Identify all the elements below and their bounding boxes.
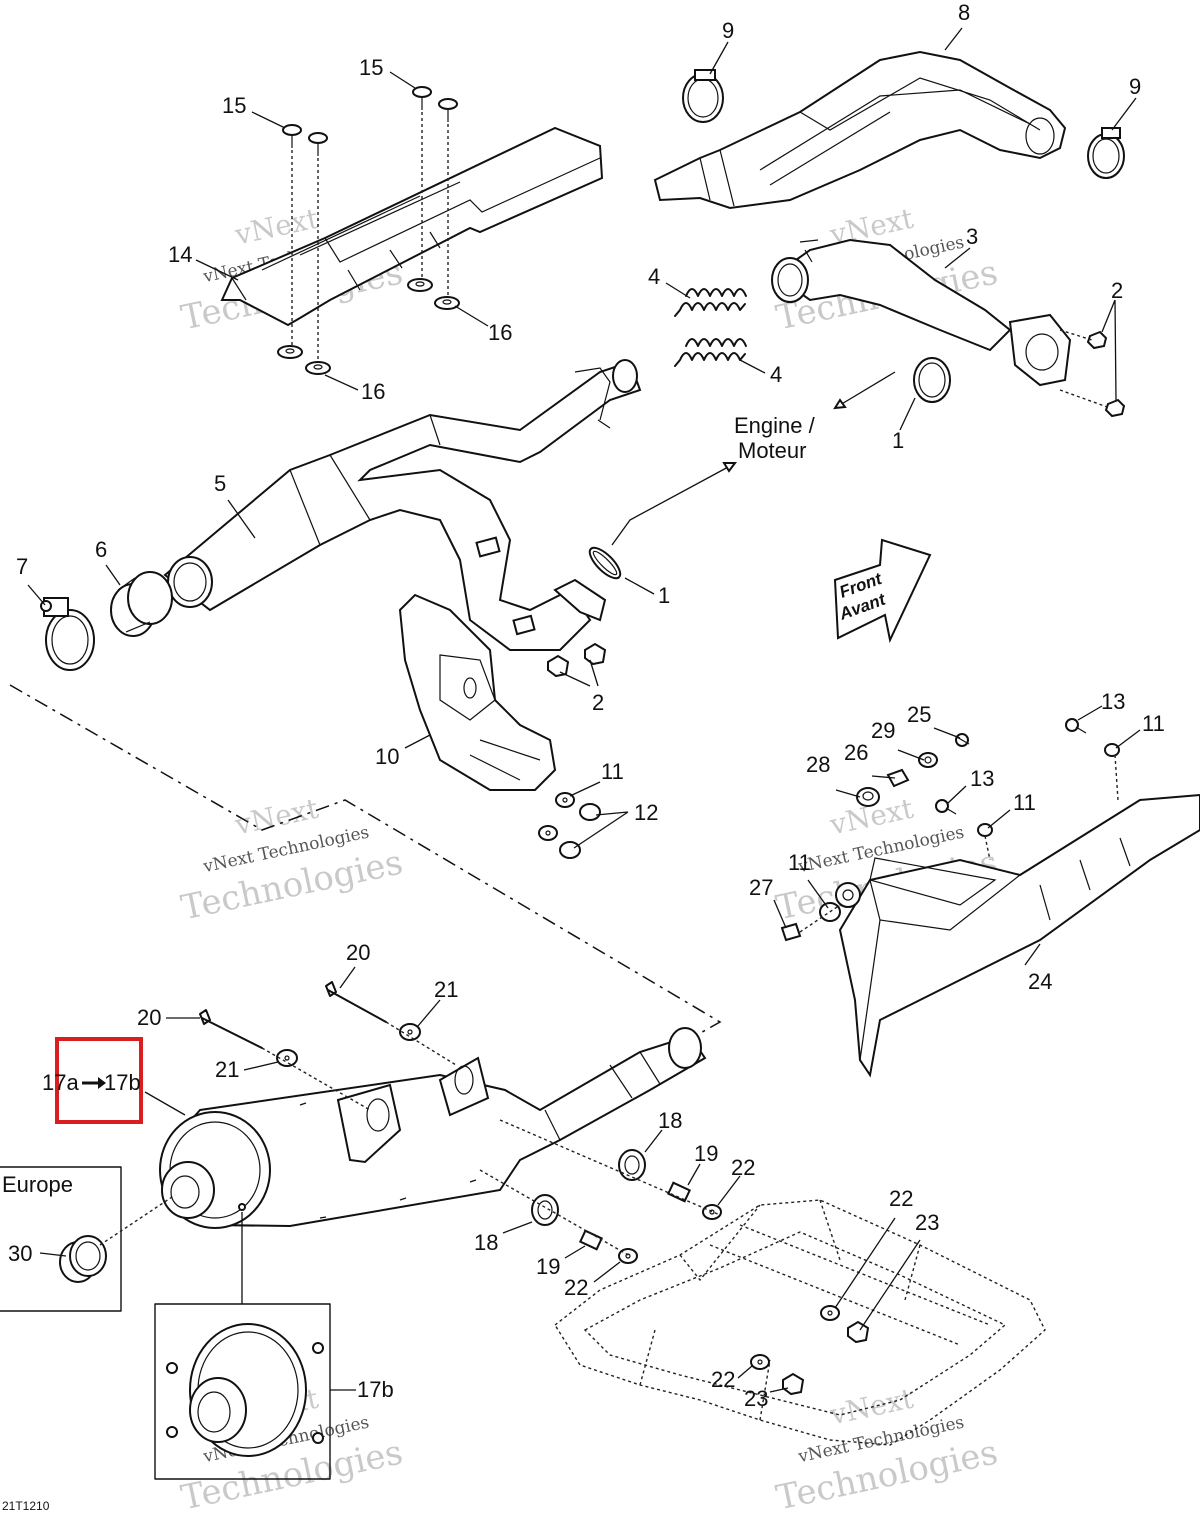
callout-numbers: 15 15 14 16 16 9 8 9 3 2 4 4 1 5 6 7 1 2…: [8, 0, 1165, 1411]
callout-5: 5: [214, 471, 226, 496]
callout-3: 3: [966, 224, 978, 249]
engine-label: Engine /: [734, 413, 816, 438]
heat-shield-10: [398, 593, 557, 791]
callout-1: 1: [658, 583, 670, 608]
right-arrow-icon: [98, 1077, 106, 1089]
nuts-2-top: [1059, 329, 1126, 418]
callout-22: 22: [564, 1275, 588, 1300]
callout-23: 23: [915, 1210, 939, 1235]
gasket-1-mid: [588, 546, 622, 580]
callout-9: 9: [722, 18, 734, 43]
callout-16: 16: [361, 379, 385, 404]
muffler-17: [159, 1027, 707, 1229]
heat-shield-24: [838, 793, 1200, 1078]
callout-23: 23: [744, 1386, 768, 1411]
leader-lines: [27, 27, 1141, 1393]
callout-26: 26: [844, 740, 868, 765]
callout-18: 18: [474, 1230, 498, 1255]
callout-2: 2: [592, 690, 604, 715]
callout-4: 4: [770, 362, 782, 387]
gasket-1-top: [913, 357, 951, 403]
callout-25: 25: [907, 702, 931, 727]
callout-22: 22: [731, 1155, 755, 1180]
callout-2: 2: [1111, 278, 1123, 303]
europe-label: Europe: [2, 1172, 73, 1197]
variant-label-to: 17b: [104, 1070, 141, 1095]
engine-label-fr: Moteur: [738, 438, 806, 463]
red-highlight-box: [55, 1037, 143, 1124]
bolts-15: [282, 86, 458, 365]
callout-19: 19: [694, 1141, 718, 1166]
callout-13: 13: [970, 766, 994, 791]
callout-8: 8: [958, 0, 970, 25]
callout-11: 11: [1013, 790, 1036, 815]
clamp-7: [40, 597, 95, 671]
clamp-9-left: [682, 69, 724, 123]
nuts-2-mid: [547, 642, 607, 678]
springs-4: [674, 288, 747, 367]
y-pipe: [163, 359, 642, 651]
callout-27: 27: [749, 875, 773, 900]
callout-22: 22: [889, 1186, 913, 1211]
callout-10: 10: [375, 744, 399, 769]
callout-16: 16: [488, 320, 512, 345]
exhaust-manifold-pipe: [771, 238, 1072, 387]
muffler-17b-inset: [154, 1212, 331, 1480]
frame-dotted: [554, 1199, 1046, 1446]
watermark-mid-left: vNext vNext Technologies Technologies: [178, 792, 406, 929]
variant-label-from: 17a: [42, 1070, 79, 1095]
heat-shield-top: [220, 126, 604, 327]
callout-29: 29: [871, 718, 895, 743]
callout-14: 14: [168, 242, 192, 267]
callout-11: 11: [601, 759, 624, 784]
callout-30: 30: [8, 1241, 32, 1266]
fasteners-11-12-mid: [538, 792, 601, 859]
callout-11: 11: [788, 850, 811, 875]
callout-21: 21: [434, 977, 458, 1002]
callout-13: 13: [1101, 689, 1125, 714]
callout-24: 24: [1028, 969, 1052, 994]
callout-12: 12: [634, 800, 658, 825]
clamp-9-right: [1087, 127, 1125, 179]
assembly-boundary-line: [9, 684, 722, 1041]
callout-15: 15: [222, 93, 246, 118]
resonator-duct: [653, 50, 1067, 210]
washers-16: [277, 278, 460, 375]
callout-6: 6: [95, 537, 107, 562]
figure-code: 21T1210: [2, 1499, 50, 1513]
callout-17b: 17b: [357, 1377, 394, 1402]
engine-arrows: Engine / Moteur: [611, 371, 896, 546]
callout-15: 15: [359, 55, 383, 80]
front-direction-arrow: Front Avant: [833, 538, 932, 644]
fasteners-18-19-22: [479, 1119, 722, 1264]
callout-20: 20: [137, 1005, 161, 1030]
europe-inset: Europe: [0, 1166, 176, 1312]
bolts-20-washers-21: [199, 981, 457, 1111]
fasteners-right: [780, 718, 1120, 942]
callout-18: 18: [658, 1108, 682, 1133]
callout-20: 20: [346, 940, 370, 965]
callout-7: 7: [16, 554, 28, 579]
callout-19: 19: [536, 1254, 560, 1279]
callout-4: 4: [648, 264, 660, 289]
callout-22: 22: [711, 1367, 735, 1392]
variant-callout-17a-17b: 17a 17b: [42, 1037, 186, 1124]
fasteners-22-23-frame: [750, 1305, 870, 1396]
sleeve-6: [110, 571, 173, 637]
callout-21: 21: [215, 1057, 239, 1082]
callout-1: 1: [892, 428, 904, 453]
callout-9: 9: [1129, 74, 1141, 99]
callout-11: 11: [1142, 711, 1165, 736]
callout-28: 28: [806, 752, 830, 777]
